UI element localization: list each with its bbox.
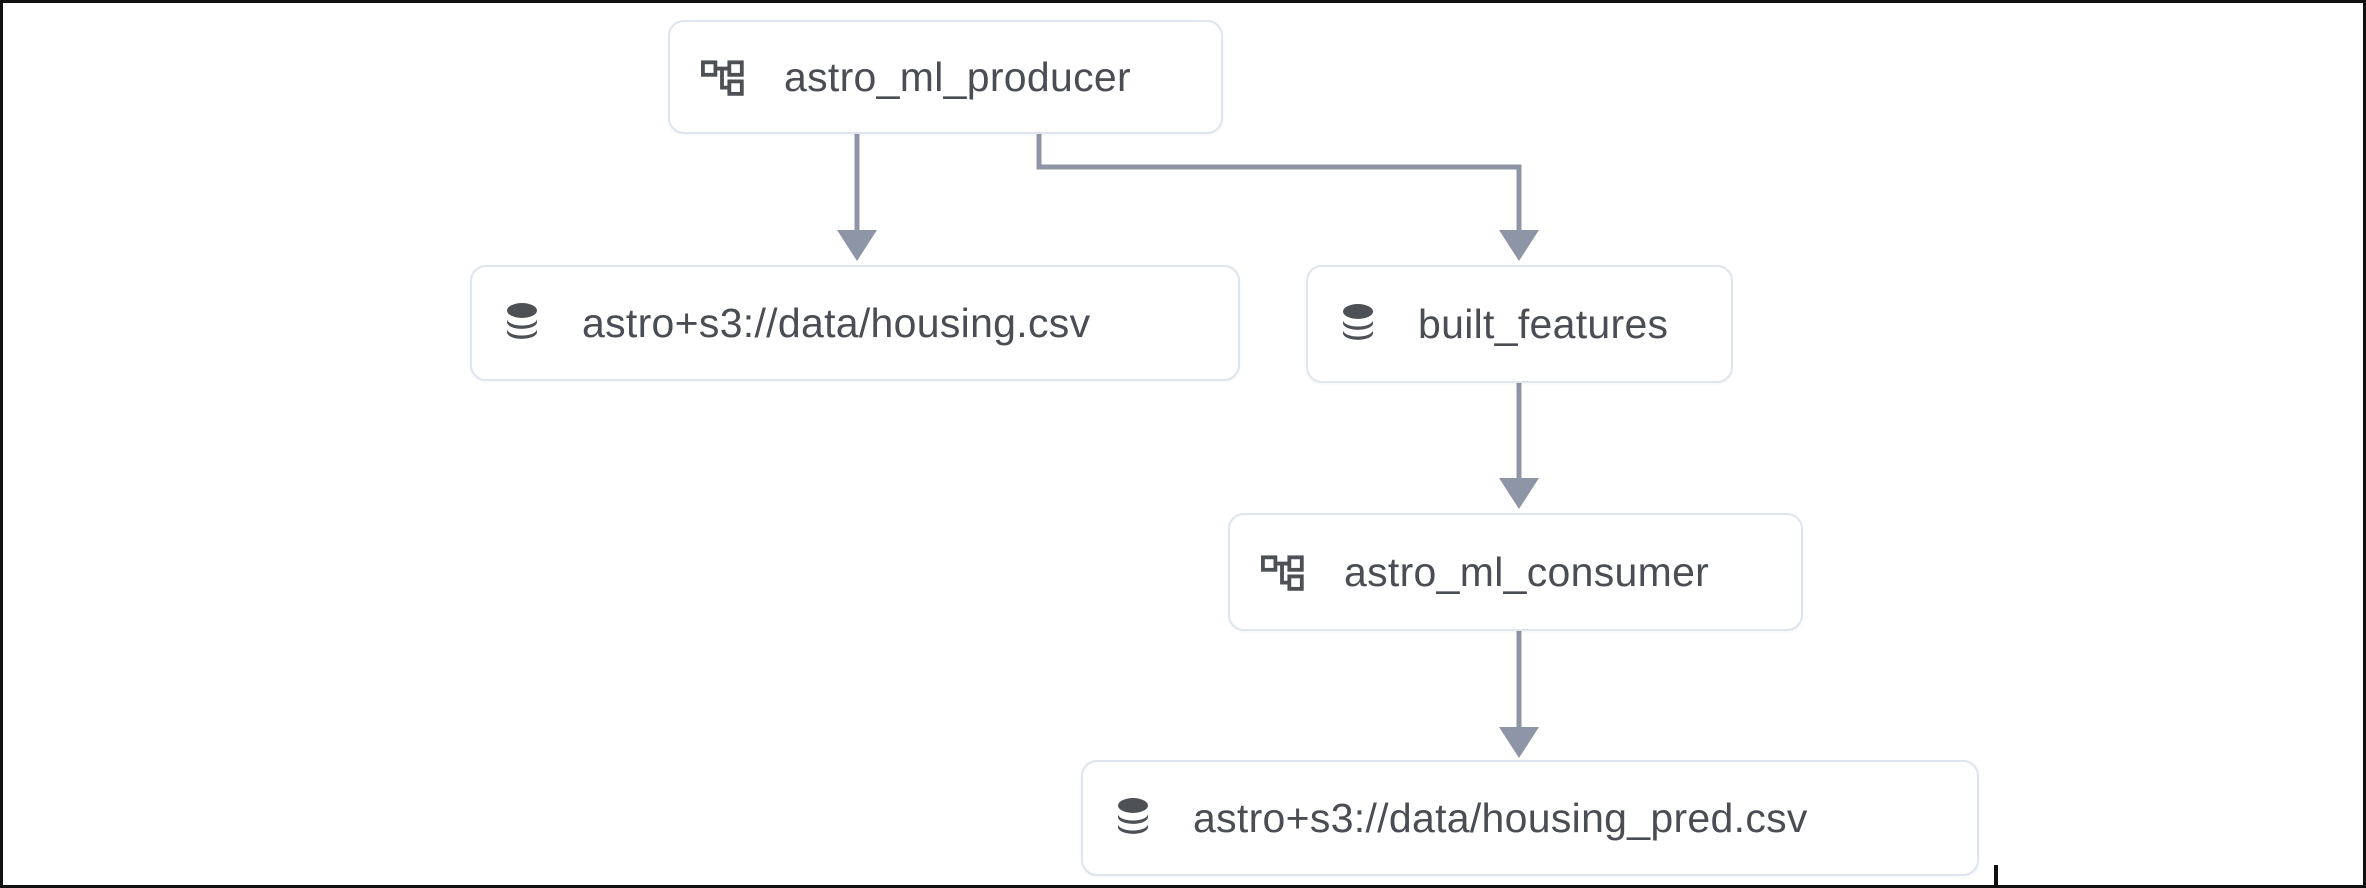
database-icon <box>1113 796 1153 840</box>
database-icon <box>502 301 542 345</box>
node-astro-ml-consumer[interactable]: astro_ml_consumer <box>1228 513 1803 631</box>
node-built-features-dataset[interactable]: built_features <box>1306 265 1733 383</box>
arrowhead-icon <box>837 230 877 261</box>
arrowhead-icon <box>1499 478 1539 509</box>
dag-icon <box>700 55 744 99</box>
arrowhead-icon <box>1499 727 1539 758</box>
node-astro-ml-producer[interactable]: astro_ml_producer <box>668 20 1223 134</box>
node-label: astro+s3://data/housing.csv <box>582 299 1091 346</box>
node-label: astro_ml_producer <box>784 53 1131 100</box>
node-label: built_features <box>1418 300 1669 347</box>
arrowhead-icon <box>1499 230 1539 261</box>
node-label: astro_ml_consumer <box>1344 548 1710 595</box>
node-housing-csv-dataset[interactable]: astro+s3://data/housing.csv <box>470 265 1240 381</box>
dag-icon <box>1260 550 1304 594</box>
database-icon <box>1338 302 1378 346</box>
edge-producer-to-features <box>1036 134 1522 232</box>
node-housing-pred-csv-dataset[interactable]: astro+s3://data/housing_pred.csv <box>1081 760 1979 876</box>
frame-tick-mark <box>1994 865 1998 885</box>
edge-layer <box>837 134 1539 758</box>
node-label: astro+s3://data/housing_pred.csv <box>1193 794 1808 841</box>
